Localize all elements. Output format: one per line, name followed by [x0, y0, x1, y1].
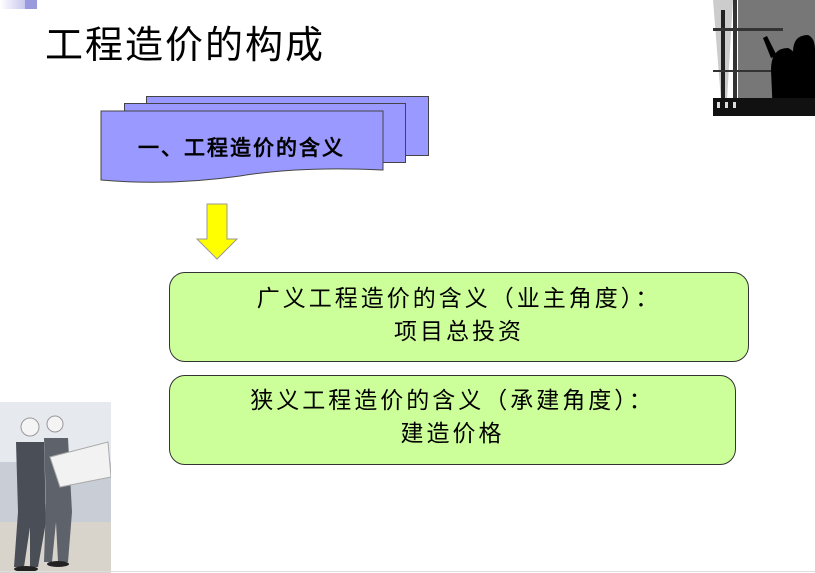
- engineers-photo-image: [0, 402, 111, 573]
- down-arrow-icon: [195, 203, 239, 260]
- banner-label: 一、工程造价的含义: [138, 135, 345, 160]
- narrow-definition-box: 狭义工程造价的含义（承建角度）： 建造价格: [169, 375, 736, 465]
- construction-silhouette-image: [713, 0, 815, 116]
- corner-decoration-square: [25, 0, 37, 9]
- slide-title: 工程造价的构成: [45, 23, 326, 67]
- narrow-definition-value: 建造价格: [400, 421, 505, 447]
- corner-decoration: [0, 0, 25, 9]
- broad-definition-box: 广义工程造价的含义（业主角度）： 项目总投资: [169, 272, 749, 362]
- broad-definition-value: 项目总投资: [394, 319, 524, 345]
- narrow-definition-heading: 狭义工程造价的含义（承建角度）：: [250, 388, 655, 414]
- banner-front-layer: [100, 110, 384, 183]
- broad-definition-heading: 广义工程造价的含义（业主角度）：: [256, 286, 662, 312]
- footer-divider: [0, 571, 815, 572]
